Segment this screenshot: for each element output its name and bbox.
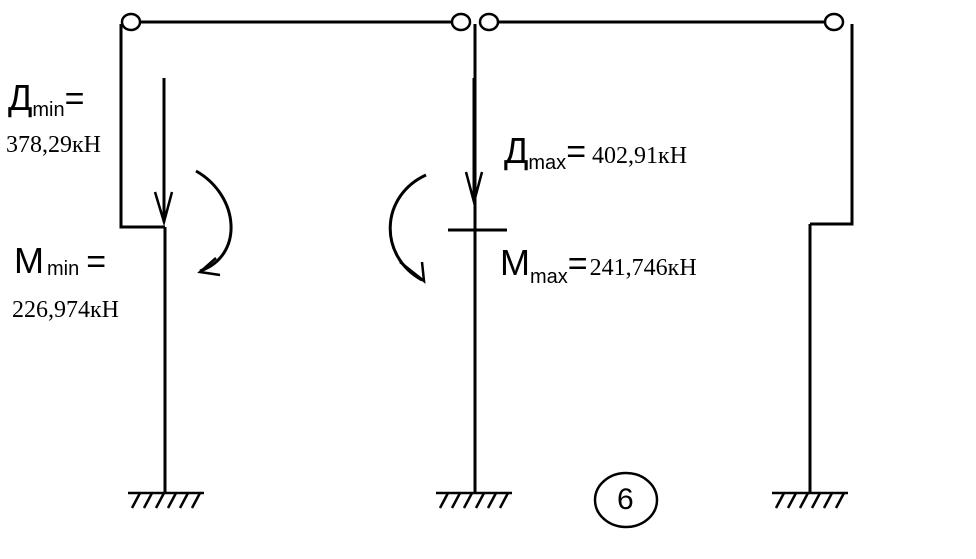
moment-arrow-max xyxy=(388,173,427,282)
m-max-value: 241,746кН xyxy=(589,255,697,281)
hinge-right xyxy=(823,12,845,32)
d-min-symbol: Д xyxy=(8,77,33,118)
m-min-value: 226,974кН xyxy=(12,297,119,323)
label-d-min: Дmin= xyxy=(8,77,85,121)
m-max-subscript: max xyxy=(530,266,568,288)
d-max-symbol: Д xyxy=(504,130,529,171)
support-middle xyxy=(436,491,512,509)
left-column-upper xyxy=(119,24,165,229)
support-left xyxy=(128,491,204,509)
support-right xyxy=(772,491,848,509)
label-m-max: Мmax=241,746кН xyxy=(500,242,697,288)
figure-number: 6 xyxy=(617,483,634,516)
m-min-subscript: min xyxy=(47,258,80,280)
m-max-symbol: М xyxy=(500,242,530,283)
moment-arrow-min xyxy=(195,169,233,273)
d-min-value: 378,29кН xyxy=(6,132,101,158)
figure-number-circle xyxy=(593,471,659,529)
m-min-equals: = xyxy=(86,243,107,281)
hinge-middle-left xyxy=(450,12,472,32)
d-max-value: 402,91кН xyxy=(592,143,688,169)
hinge-left xyxy=(120,12,142,32)
right-column-upper xyxy=(810,24,854,226)
d-min-subscript: min xyxy=(32,99,65,121)
hinge-middle-right xyxy=(478,12,500,32)
label-d-max: Дmax=402,91кН xyxy=(504,130,688,174)
d-min-equals: = xyxy=(64,80,85,118)
m-min-symbol: М xyxy=(14,240,44,281)
m-max-equals: = xyxy=(567,245,588,283)
d-max-equals: = xyxy=(566,133,587,171)
d-max-subscript: max xyxy=(528,152,567,174)
